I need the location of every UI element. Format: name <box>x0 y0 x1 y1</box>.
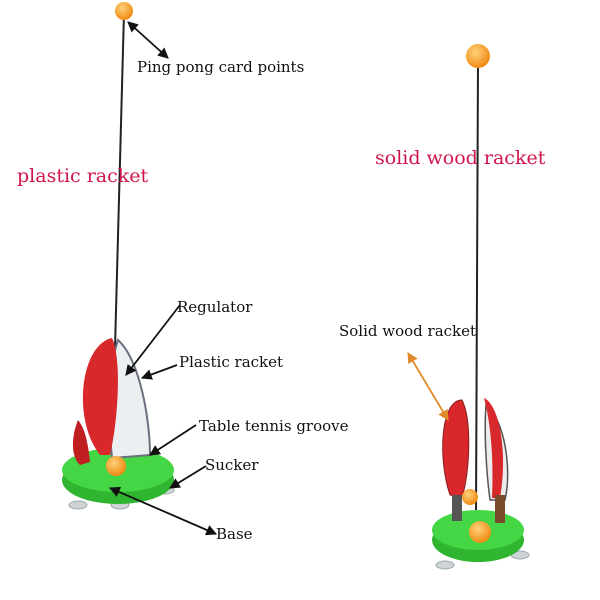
label-card-points: Ping pong card points <box>137 58 305 76</box>
arrow-plastic-racket <box>140 364 178 380</box>
label-base: Base <box>216 525 253 543</box>
label-sucker: Sucker <box>205 456 259 474</box>
right-top-ball <box>466 44 490 68</box>
right-rod <box>475 61 479 511</box>
label-plastic-racket: Plastic racket <box>179 353 284 371</box>
left-groove-ball <box>106 456 126 476</box>
right-red-racket-right <box>484 398 504 498</box>
arrow-base <box>109 486 217 536</box>
left-sucker-1 <box>68 500 88 510</box>
heading-plastic-racket: plastic racket <box>17 165 149 187</box>
arrow-card-points <box>127 21 169 59</box>
arrow-wood-racket <box>407 352 449 421</box>
label-solid-wood-racket: Solid wood racket <box>339 322 477 340</box>
arrow-sucker <box>169 465 207 489</box>
arrow-regulator <box>125 304 181 376</box>
arrow-groove <box>149 424 197 456</box>
left-trainer <box>62 2 175 510</box>
right-base-ball <box>469 521 491 543</box>
right-sucker-1 <box>435 560 455 570</box>
heading-solid-wood-racket: solid wood racket <box>375 147 546 169</box>
right-trainer <box>432 44 530 570</box>
right-groove-ball <box>462 489 478 505</box>
right-handle-left <box>452 495 462 521</box>
right-red-racket-left <box>442 399 470 499</box>
label-regulator: Regulator <box>177 298 253 316</box>
left-red-racket <box>82 338 118 455</box>
right-handle-right <box>495 495 505 523</box>
callout-arrows <box>109 21 217 536</box>
label-table-tennis-groove: Table tennis groove <box>199 417 349 435</box>
left-top-ball <box>115 2 133 20</box>
left-red-racket-2 <box>72 420 90 465</box>
